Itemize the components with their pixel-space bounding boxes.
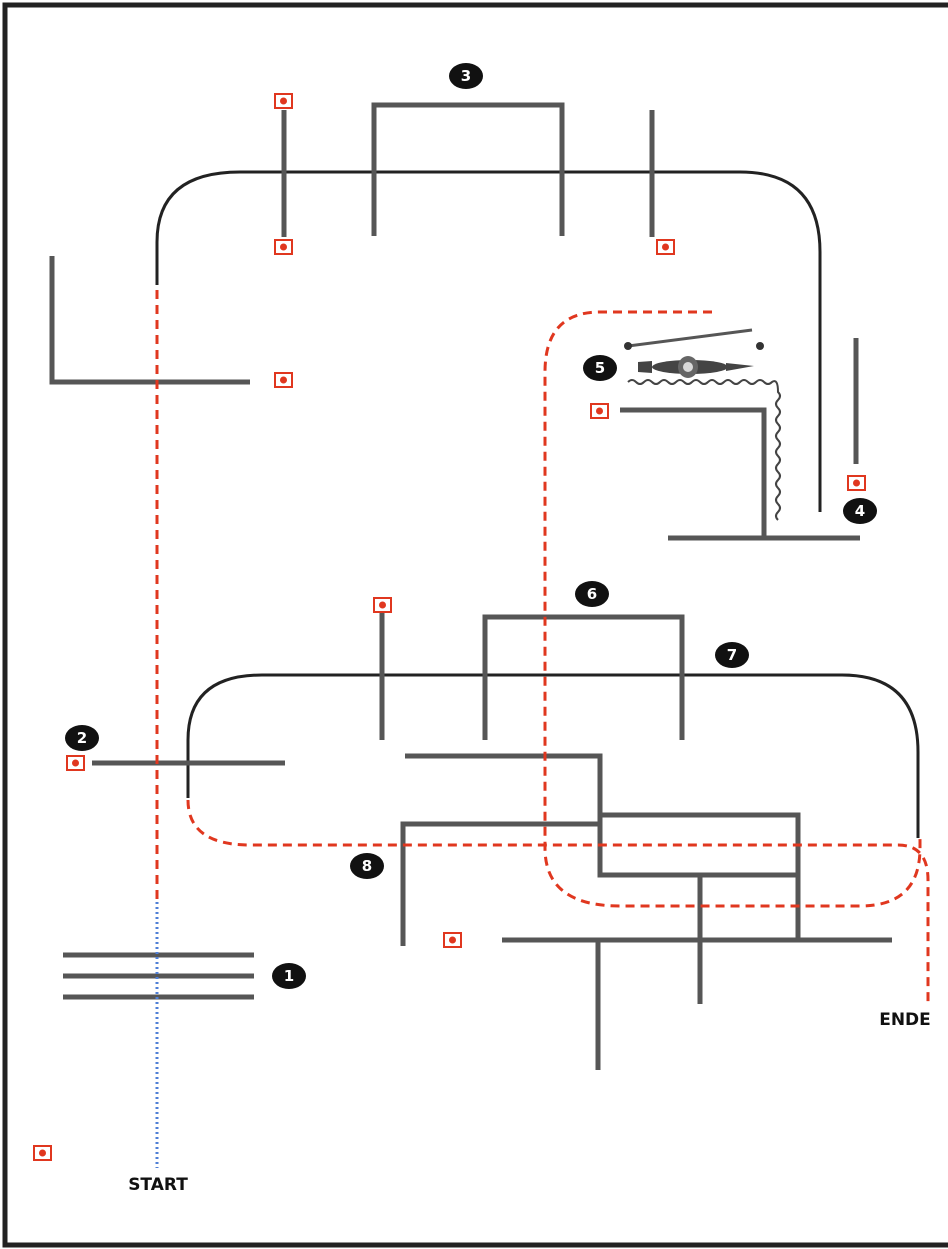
station-badge-4: 4 [843,498,877,524]
camera-markers [33,93,866,1161]
svg-text:2: 2 [77,729,87,747]
station-badge-5: 5 [583,355,617,381]
camera-icon [656,239,675,255]
station-badge-6: 6 [575,581,609,607]
camera-icon [590,403,609,419]
wall-left-l [49,256,250,385]
route [155,290,930,1005]
walls [49,102,892,1070]
svg-text:6: 6 [587,585,597,603]
camera-icon [274,239,293,255]
end-label: ENDE [879,1010,931,1030]
station-badge-1: 1 [272,963,306,989]
svg-text:8: 8 [362,857,372,875]
camera-icon [847,475,866,491]
station-badge-2: 2 [65,725,99,751]
camera-icon [274,372,293,388]
camera-icon [373,597,392,613]
station-badge-3: 3 [449,63,483,89]
spring-icon [627,379,781,521]
wall-station-6-gate [482,614,685,740]
pole [627,328,753,348]
start-label: START [128,1175,188,1195]
svg-text:3: 3 [461,67,471,85]
camera-icon [33,1145,52,1161]
camera-icon [66,755,85,771]
lower-arc [186,673,920,838]
wall-station-8-l [400,821,600,946]
camera-icon [274,93,293,109]
wall-station-3-gate [371,102,565,236]
wall-maze-right-box [600,812,801,940]
station-5-obstacle [624,328,781,521]
svg-text:1: 1 [284,967,294,985]
pole-end-right [756,342,764,350]
pole-end-left [624,342,632,350]
camera-icon [443,932,462,948]
upper-arc [155,170,822,512]
svg-text:4: 4 [855,502,865,520]
station-badge-7: 7 [715,642,749,668]
route-lower-crossing [186,799,930,1005]
wall-station-5-l [620,407,767,538]
svg-text:5: 5 [595,359,605,377]
route-middle-loop [543,310,922,908]
svg-text:7: 7 [727,646,737,664]
horse-rider-icon [638,356,754,378]
station-badge-8: 8 [350,853,384,879]
